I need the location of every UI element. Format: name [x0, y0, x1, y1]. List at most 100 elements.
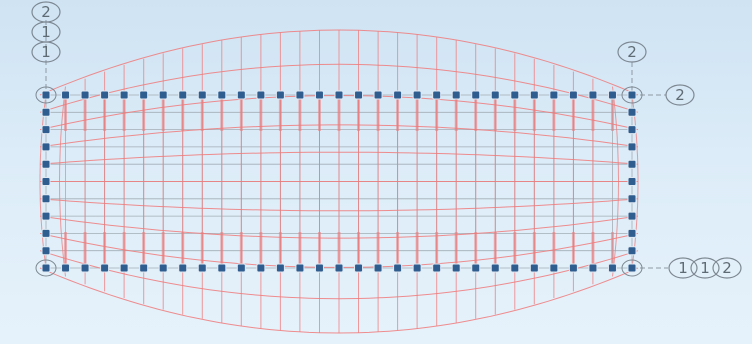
node-left[interactable]	[41, 194, 51, 204]
node-bottom[interactable]	[256, 263, 266, 273]
node-left[interactable]	[41, 125, 51, 135]
node-bottom[interactable]	[588, 263, 598, 273]
node-top[interactable]	[627, 90, 637, 100]
node-top[interactable]	[217, 90, 227, 100]
node-bottom[interactable]	[451, 263, 461, 273]
node-bottom[interactable]	[549, 263, 559, 273]
node-left[interactable]	[41, 107, 51, 117]
node-right[interactable]	[627, 211, 637, 221]
node-bottom[interactable]	[158, 263, 168, 273]
grid-bubble-top-left-1[interactable]: 2	[31, 1, 61, 23]
node-top[interactable]	[432, 90, 442, 100]
node-top[interactable]	[178, 90, 188, 100]
node-bottom[interactable]	[139, 263, 149, 273]
node-top[interactable]	[256, 90, 266, 100]
grid-bubble-top-right[interactable]: 2	[617, 41, 647, 63]
node-top[interactable]	[471, 90, 481, 100]
node-bottom[interactable]	[334, 263, 344, 273]
node-right[interactable]	[627, 194, 637, 204]
node-top[interactable]	[158, 90, 168, 100]
grid-axis-lines	[45, 20, 668, 269]
node-bottom[interactable]	[412, 263, 422, 273]
node-left[interactable]	[41, 228, 51, 238]
node-top[interactable]	[139, 90, 149, 100]
node-top[interactable]	[41, 90, 51, 100]
node-bottom[interactable]	[432, 263, 442, 273]
node-right[interactable]	[627, 125, 637, 135]
node-bottom[interactable]	[568, 263, 578, 273]
corner-bubble	[621, 86, 643, 104]
node-top[interactable]	[61, 90, 71, 100]
node-right[interactable]	[627, 107, 637, 117]
node-bottom[interactable]	[490, 263, 500, 273]
svg-text:2: 2	[41, 3, 51, 21]
node-top[interactable]	[510, 90, 520, 100]
node-left[interactable]	[41, 159, 51, 169]
node-top[interactable]	[314, 90, 324, 100]
node-left[interactable]	[41, 211, 51, 221]
node-top[interactable]	[100, 90, 110, 100]
svg-text:2: 2	[675, 86, 685, 104]
grid-bubble-right-bottom-1[interactable]: 1	[668, 257, 698, 279]
node-bottom[interactable]	[41, 263, 51, 273]
node-left[interactable]	[41, 246, 51, 256]
grid-bubble-top-left-2[interactable]: 1	[31, 21, 61, 43]
svg-text:1: 1	[41, 23, 51, 41]
node-top[interactable]	[275, 90, 285, 100]
node-bottom[interactable]	[119, 263, 129, 273]
node-top[interactable]	[607, 90, 617, 100]
node-top[interactable]	[334, 90, 344, 100]
node-bottom[interactable]	[178, 263, 188, 273]
node-left[interactable]	[41, 142, 51, 152]
node-bottom[interactable]	[197, 263, 207, 273]
deformed-line-vertical	[612, 86, 619, 277]
grid-bubble-right-bottom-2[interactable]: 1	[690, 257, 720, 279]
node-top[interactable]	[354, 90, 364, 100]
node-top[interactable]	[588, 90, 598, 100]
node-right[interactable]	[627, 228, 637, 238]
node-bottom[interactable]	[393, 263, 403, 273]
node-top[interactable]	[393, 90, 403, 100]
node-bottom[interactable]	[471, 263, 481, 273]
node-bottom[interactable]	[314, 263, 324, 273]
node-top[interactable]	[197, 90, 207, 100]
node-left[interactable]	[41, 177, 51, 186]
node-bottom[interactable]	[80, 263, 90, 273]
deformed-line-vertical	[39, 94, 47, 269]
node-top[interactable]	[80, 90, 90, 100]
node-bottom[interactable]	[373, 263, 383, 273]
node-bottom[interactable]	[354, 263, 364, 273]
node-top[interactable]	[568, 90, 578, 100]
node-top[interactable]	[236, 90, 246, 100]
node-bottom[interactable]	[510, 263, 520, 273]
node-bottom[interactable]	[275, 263, 285, 273]
grid-bubble-top-left-3[interactable]: 1	[31, 41, 61, 63]
node-bottom[interactable]	[236, 263, 246, 273]
node-bottom[interactable]	[529, 263, 539, 273]
node-right[interactable]	[627, 142, 637, 152]
node-top[interactable]	[490, 90, 500, 100]
svg-text:2: 2	[627, 43, 637, 61]
grid-bubble-right-top[interactable]: 2	[665, 84, 695, 106]
node-top[interactable]	[295, 90, 305, 100]
node-right[interactable]	[627, 177, 637, 186]
node-top[interactable]	[373, 90, 383, 100]
node-top[interactable]	[549, 90, 559, 100]
node-bottom[interactable]	[607, 263, 617, 273]
node-right[interactable]	[627, 246, 637, 256]
corner-bubble	[621, 259, 643, 277]
node-top[interactable]	[451, 90, 461, 100]
node-top[interactable]	[412, 90, 422, 100]
support-nodes[interactable]	[35, 86, 643, 277]
node-bottom[interactable]	[100, 263, 110, 273]
node-top[interactable]	[119, 90, 129, 100]
node-bottom[interactable]	[217, 263, 227, 273]
node-bottom[interactable]	[295, 263, 305, 273]
node-bottom[interactable]	[61, 263, 71, 273]
node-right[interactable]	[627, 159, 637, 169]
node-top[interactable]	[529, 90, 539, 100]
node-bottom[interactable]	[627, 263, 637, 273]
grid-bubble-right-bottom-3[interactable]: 2	[712, 257, 742, 279]
